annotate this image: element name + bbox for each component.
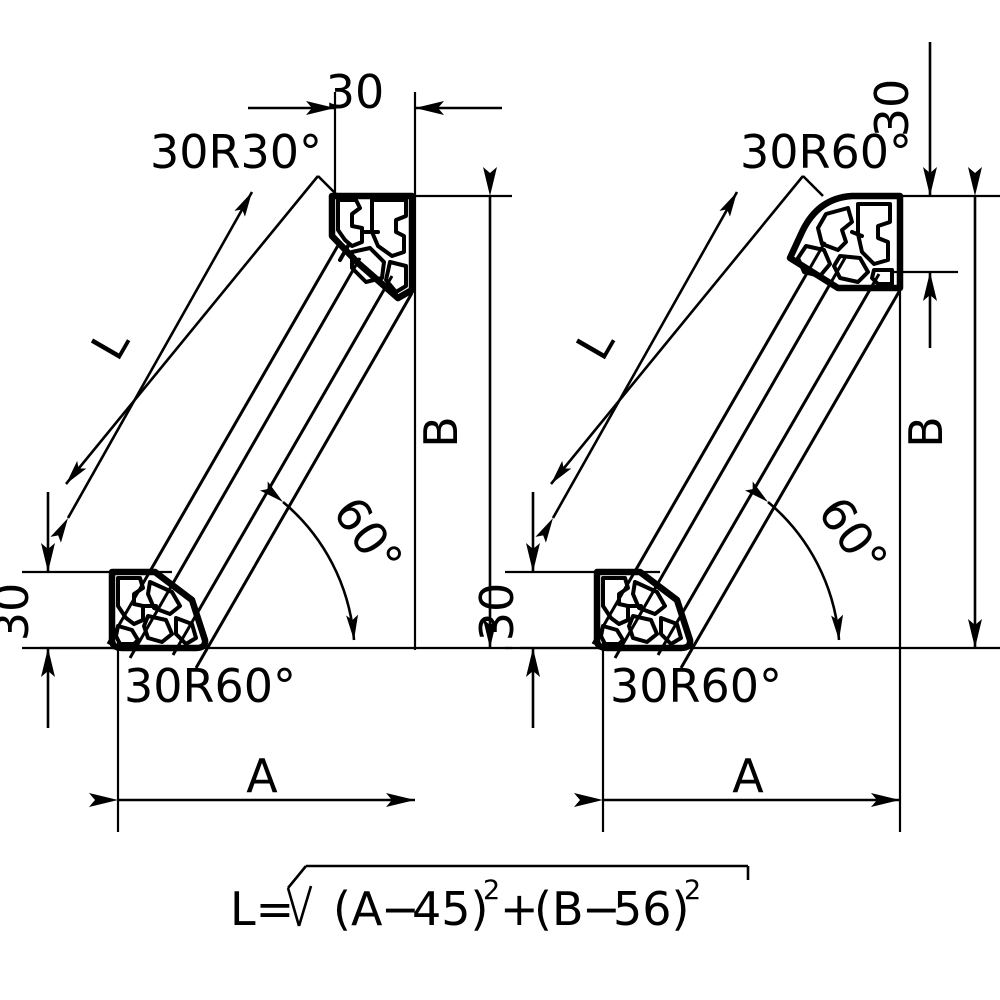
right-top-corner-label: 30R60°: [740, 125, 912, 179]
right-angle-arc: [744, 481, 844, 641]
formula-term1-value: 45): [412, 882, 488, 936]
right-length-label: L: [565, 319, 625, 369]
right-horizontal-A-label: A: [732, 749, 764, 803]
left-bottom-corner-label: 30R60°: [124, 659, 296, 713]
left-angle-arc: [259, 481, 359, 641]
formula-term2-minus: −: [582, 882, 621, 936]
left-top-corner-label: 30R30°: [150, 125, 322, 179]
formula-term2-value: 56): [613, 882, 689, 936]
left-length-dimension: [50, 191, 254, 543]
formula-term2-open: (B: [534, 882, 584, 936]
left-horizontal-A-label: A: [246, 749, 278, 803]
formula-exponent-1: 2: [483, 875, 500, 906]
formula-term1-open: (A: [333, 882, 383, 936]
left-length-label: L: [80, 319, 140, 369]
formula-term1-minus: −: [381, 882, 420, 936]
left-vertical-B-label: B: [414, 416, 468, 448]
right-bottom-corner-label: 30R60°: [610, 659, 782, 713]
right-height-30-label: 30: [470, 583, 524, 642]
right-top-height-30-label: 30: [865, 79, 919, 138]
formula-lead: L=: [230, 882, 294, 936]
right-length-dimension: [535, 191, 739, 543]
right-upper-profile-section: [786, 192, 904, 292]
left-height-30-label: 30: [0, 583, 39, 642]
length-formula: L= (A − 45) 2 + (B − 56) 2: [230, 864, 750, 936]
left-upper-profile-section: [328, 192, 416, 302]
right-vertical-B-label: B: [899, 416, 953, 448]
right-lower-profile-section: [593, 568, 694, 652]
left-assembly-view: 30 30R30° L 30 60° B 30R60° A: [0, 65, 512, 832]
formula-plus: +: [500, 882, 539, 936]
left-top-width-label: 30: [326, 65, 385, 119]
left-view-extension-lines: [22, 92, 512, 832]
formula-exponent-2: 2: [684, 875, 701, 906]
left-lower-profile-section: [108, 568, 209, 652]
right-assembly-view: 30 30R60° L 30 60° B 30R60° A: [470, 42, 1000, 832]
